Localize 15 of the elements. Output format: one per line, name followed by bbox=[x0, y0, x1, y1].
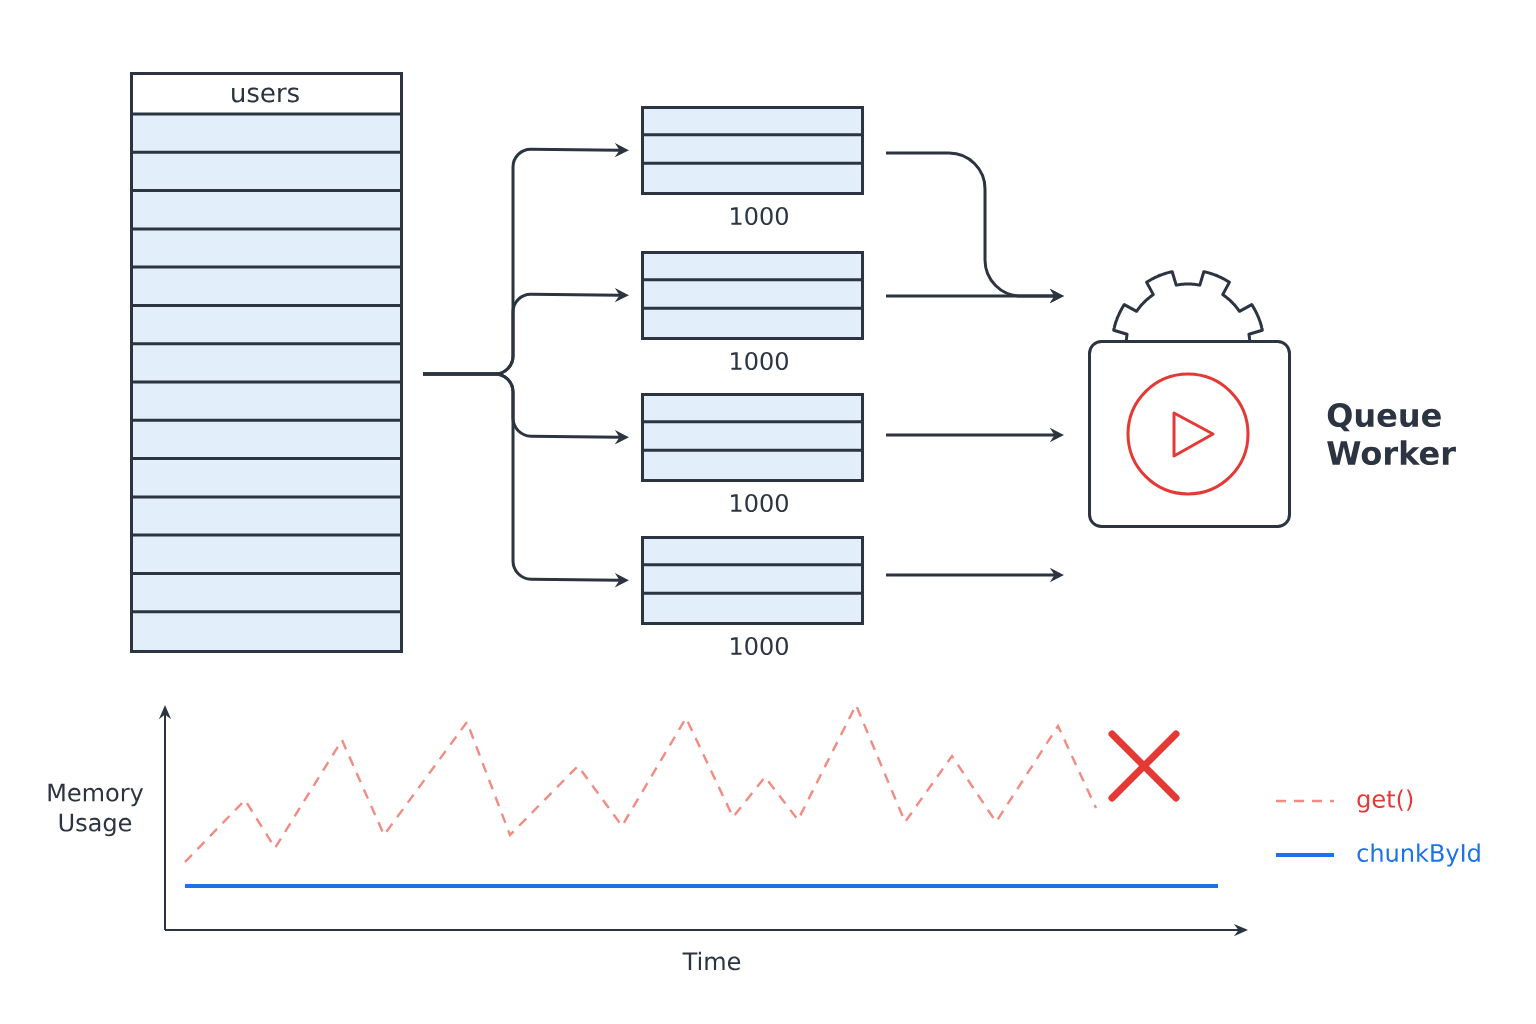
legend-label: chunkById bbox=[1357, 843, 1480, 867]
row-count: 1000 bbox=[731, 636, 788, 656]
axis-label: Memory Usage bbox=[48, 783, 144, 837]
table: users bbox=[130, 72, 403, 653]
row-count: 1000 bbox=[731, 493, 788, 513]
row-count: 1000 bbox=[731, 206, 788, 226]
legend-label: get() bbox=[1357, 789, 1413, 813]
axis-label: Time bbox=[682, 951, 741, 971]
table bbox=[641, 251, 864, 340]
table bbox=[641, 106, 864, 195]
worker-box bbox=[1088, 340, 1291, 528]
table bbox=[641, 536, 864, 625]
worker-label: Queue Worker bbox=[1327, 402, 1456, 466]
table bbox=[641, 393, 864, 482]
row-count: 1000 bbox=[731, 351, 788, 371]
